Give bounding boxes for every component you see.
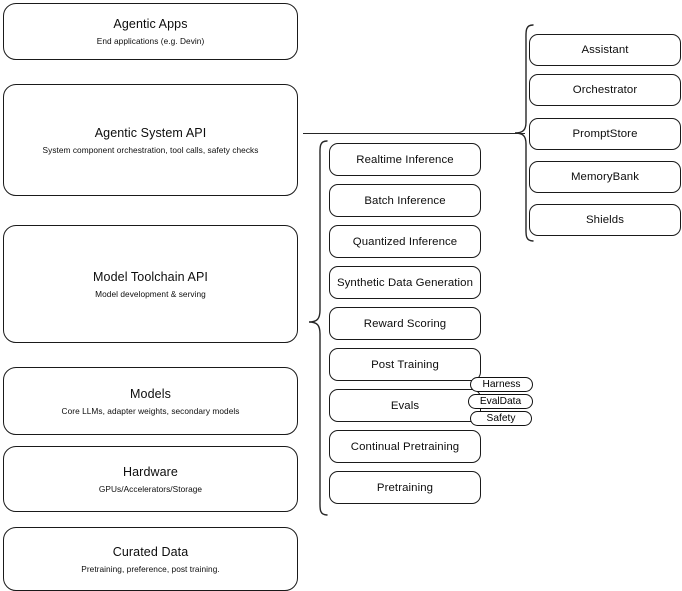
layer-box-models[interactable]: Models Core LLMs, adapter weights, secon… [3, 367, 298, 435]
toolchain-box-reward-scoring[interactable]: Reward Scoring [329, 307, 481, 340]
toolchain-box-evals[interactable]: Evals [329, 389, 481, 422]
evals-pill-harness[interactable]: Harness [470, 377, 533, 392]
toolchain-box-continual-pretraining[interactable]: Continual Pretraining [329, 430, 481, 463]
evals-pill-label: Harness [482, 378, 521, 390]
toolchain-label: Post Training [371, 358, 439, 371]
layer-title: Curated Data [112, 544, 189, 559]
layer-box-hardware[interactable]: Hardware GPUs/Accelerators/Storage [3, 446, 298, 512]
toolchain-label: Realtime Inference [356, 153, 454, 166]
system-box-promptstore[interactable]: PromptStore [529, 118, 681, 150]
toolchain-box-batch-inference[interactable]: Batch Inference [329, 184, 481, 217]
layer-subtitle: GPUs/Accelerators/Storage [98, 483, 203, 494]
system-label: PromptStore [572, 128, 638, 140]
toolchain-label: Quantized Inference [352, 235, 458, 248]
system-label: Assistant [581, 44, 629, 56]
evals-pill-label: EvalData [479, 395, 522, 407]
evals-pill-safety[interactable]: Safety [470, 411, 532, 426]
brace-model-toolchain [308, 140, 328, 516]
toolchain-label: Pretraining [376, 481, 434, 494]
system-label: MemoryBank [570, 171, 640, 183]
layer-subtitle: Model development & serving [95, 288, 206, 299]
layer-subtitle: Core LLMs, adapter weights, secondary mo… [61, 405, 240, 416]
system-box-memorybank[interactable]: MemoryBank [529, 161, 681, 193]
toolchain-label: Synthetic Data Generation [336, 276, 474, 289]
layer-subtitle: Pretraining, preference, post training. [81, 563, 220, 574]
layer-box-agentic-apps[interactable]: Agentic Apps End applications (e.g. Devi… [3, 3, 298, 60]
layer-subtitle: System component orchestration, tool cal… [42, 144, 259, 155]
toolchain-label: Reward Scoring [363, 317, 447, 330]
system-label: Orchestrator [572, 84, 638, 96]
layer-box-agentic-system-api[interactable]: Agentic System API System component orch… [3, 84, 298, 196]
evals-pill-evaldata[interactable]: EvalData [468, 394, 533, 409]
layer-subtitle: End applications (e.g. Devin) [96, 36, 205, 46]
system-box-shields[interactable]: Shields [529, 204, 681, 236]
evals-pill-label: Safety [486, 412, 516, 424]
toolchain-label: Evals [390, 399, 420, 412]
system-box-assistant[interactable]: Assistant [529, 34, 681, 66]
toolchain-box-quantized-inference[interactable]: Quantized Inference [329, 225, 481, 258]
layer-title: Model Toolchain API [93, 269, 208, 284]
layer-box-curated-data[interactable]: Curated Data Pretraining, preference, po… [3, 527, 298, 591]
toolchain-label: Batch Inference [364, 194, 446, 207]
layer-title: Hardware [123, 464, 178, 479]
layer-title: Models [130, 386, 171, 401]
layer-box-model-toolchain-api[interactable]: Model Toolchain API Model development & … [3, 225, 298, 343]
toolchain-box-post-training[interactable]: Post Training [329, 348, 481, 381]
connector-line-system-api-to-components [303, 133, 525, 135]
brace-agentic-system [514, 24, 534, 242]
layer-title: Agentic Apps [113, 17, 188, 31]
toolchain-box-realtime-inference[interactable]: Realtime Inference [329, 143, 481, 176]
layer-title: Agentic System API [94, 125, 207, 140]
system-label: Shields [585, 214, 625, 226]
toolchain-box-synthetic-data-generation[interactable]: Synthetic Data Generation [329, 266, 481, 299]
toolchain-box-pretraining[interactable]: Pretraining [329, 471, 481, 504]
toolchain-label: Continual Pretraining [350, 440, 460, 453]
system-box-orchestrator[interactable]: Orchestrator [529, 74, 681, 106]
